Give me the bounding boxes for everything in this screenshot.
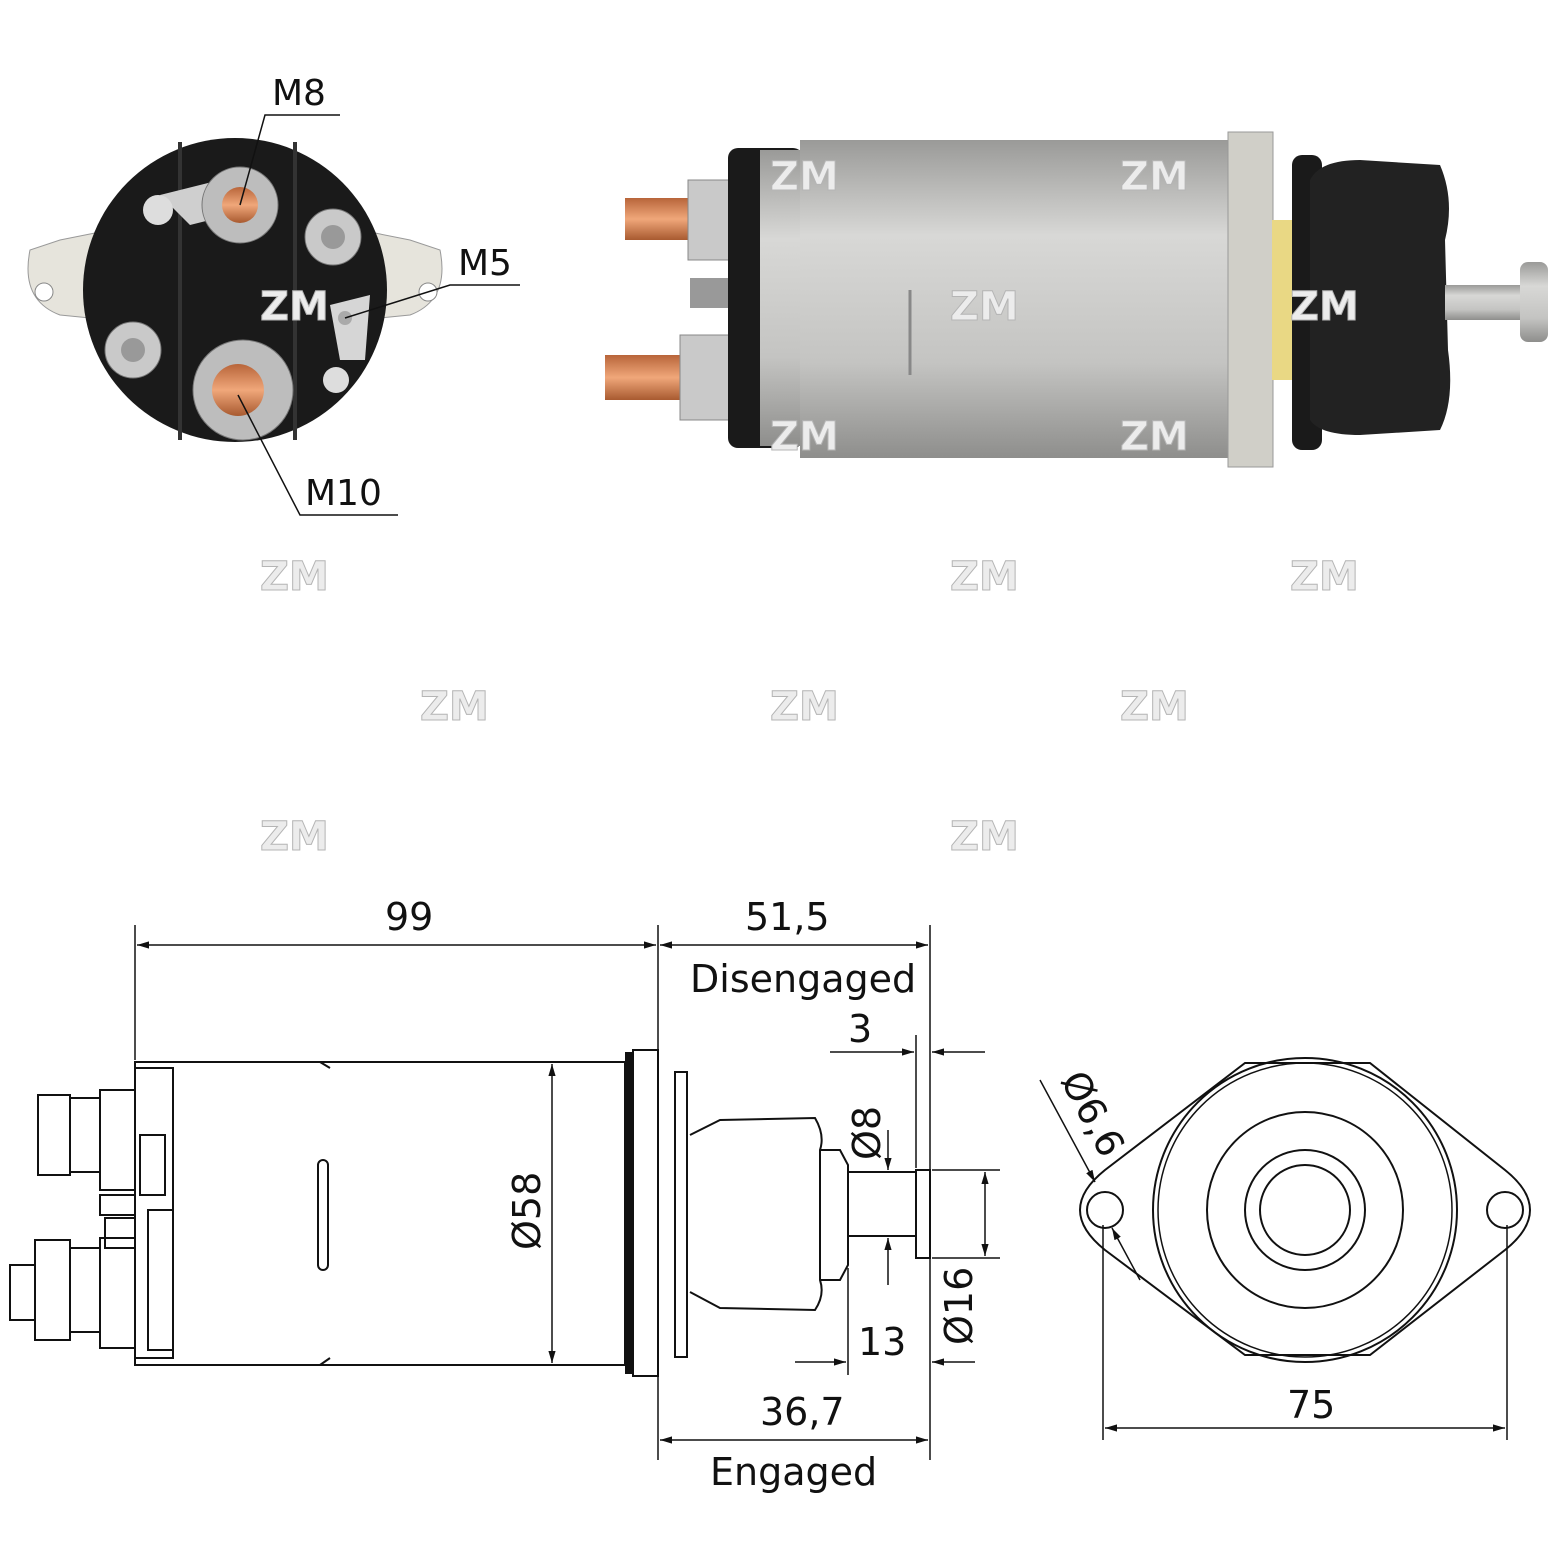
watermark: ZM [1290,554,1359,600]
watermark: ZM [770,154,839,200]
photo-end-view: M8 M5 M10 [27,73,520,516]
label-m10: M10 [305,473,382,514]
watermark: ZM [1120,684,1189,730]
watermark: ZM [770,414,839,460]
rubber-boot [1310,160,1451,435]
terminal-m10-stud [212,364,264,416]
watermark: ZM [950,554,1019,600]
dim-hole-spacing: 75 [1287,1383,1335,1427]
watermark: ZM [950,814,1019,860]
dim-disc-diameter: Ø16 [937,1267,981,1345]
dim-length: 99 [385,895,433,939]
dim-engaged: 36,7 [760,1390,845,1434]
flange [1227,131,1274,468]
label-m8: M8 [272,73,326,114]
stud-m8 [625,198,690,240]
dim-shaft-diameter: Ø8 [845,1106,889,1160]
label-engaged: Engaged [710,1450,877,1494]
dim-body-diameter: Ø58 [505,1172,549,1250]
drawing-end-view: Ø6,6 75 [1039,1057,1531,1440]
dim-disengaged: 51,5 [745,895,830,939]
watermark: ZM [260,814,329,860]
dim-hole-diameter: Ø6,6 [1052,1064,1133,1164]
watermark: ZM [770,684,839,730]
watermark-grid: ZM ZM ZM ZM ZM ZM ZM ZM ZM ZM ZM ZM ZM Z… [260,154,1360,861]
stud-m10 [605,355,685,400]
terminal-m5 [330,295,370,360]
watermark: ZM [260,284,329,330]
dimensions-side: 99 51,5 Disengaged 3 Ø8 Ø58 Ø16 13 36,7 … [134,895,1000,1494]
plunger-disc [1520,262,1548,342]
dim-disc-thickness: 3 [848,1007,872,1051]
label-disengaged: Disengaged [690,957,916,1001]
label-m5: M5 [458,243,512,284]
photo-side-view [605,131,1548,468]
watermark: ZM [1120,154,1189,200]
dim-shaft-length: 13 [858,1320,906,1364]
watermark: ZM [1290,284,1359,330]
solenoid-body [800,140,1230,458]
watermark: ZM [260,554,329,600]
watermark: ZM [950,284,1019,330]
drawing-side-view [9,1049,931,1377]
watermark: ZM [1120,414,1189,460]
watermark: ZM [420,684,489,730]
